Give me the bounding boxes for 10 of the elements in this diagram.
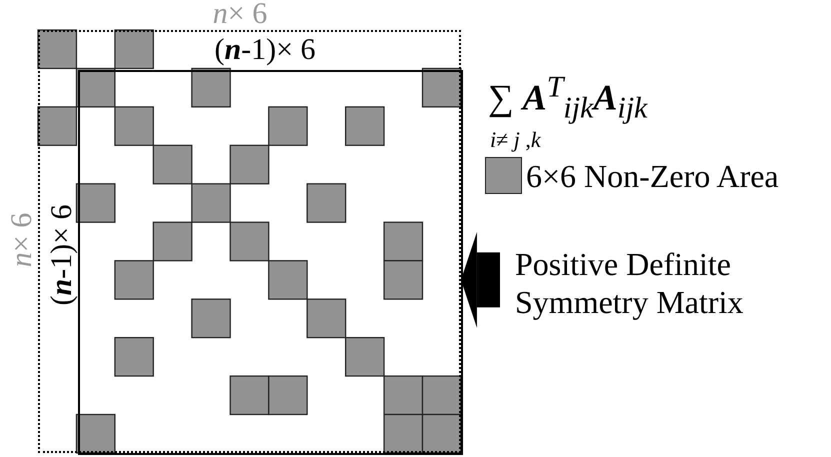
- dimension-label: n× 6: [7, 212, 37, 268]
- dimension-label: n× 6: [212, 0, 268, 29]
- dimension-label: (n-1)× 6: [47, 204, 77, 306]
- formula-text: ∑ A$^{T}$$_{ijk}$A$_{ijk}$: [488, 72, 648, 124]
- formula-subscript: i≠ j ,k: [490, 129, 541, 151]
- caption-text: Positive Definite Symmetry Matrix: [515, 245, 815, 325]
- legend-label: 6×6 Non-Zero Area: [526, 160, 779, 192]
- arrow: [460, 232, 500, 328]
- submatrix-outline: [78, 70, 463, 455]
- dimension-label: (n-1)× 6: [214, 35, 316, 65]
